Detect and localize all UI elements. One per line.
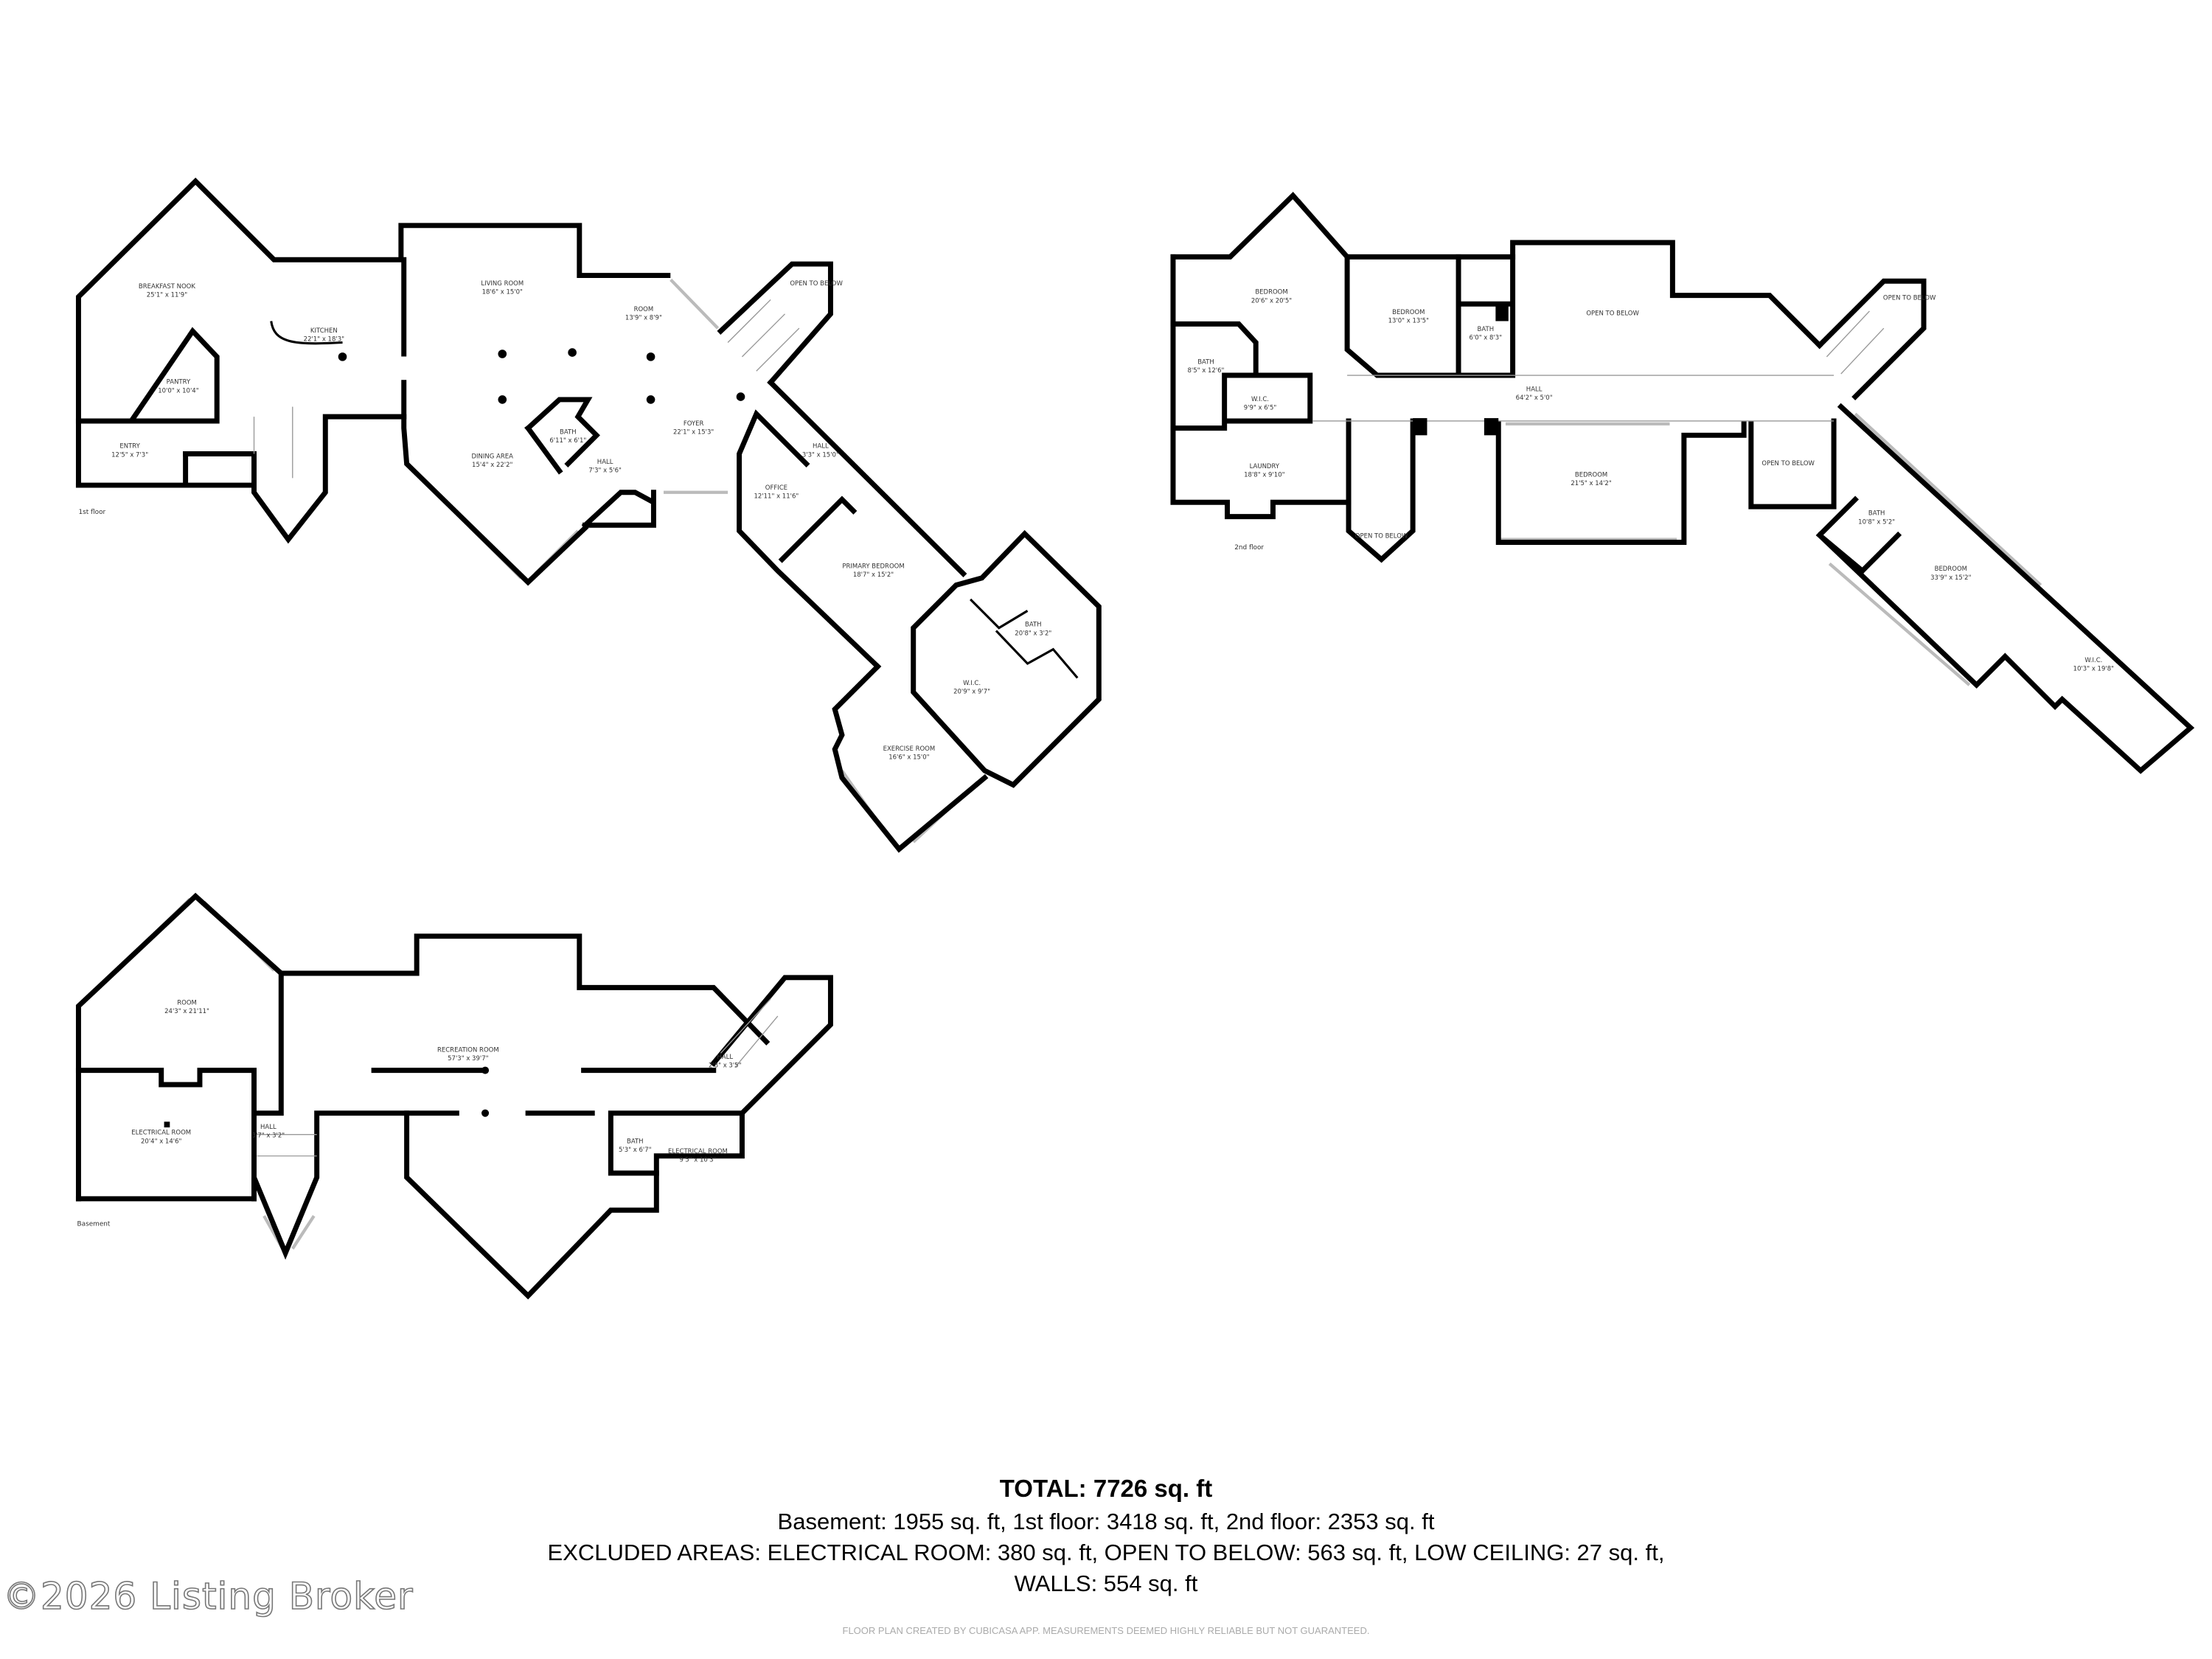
watermark: ©2026 Listing Broker [2,1574,414,1618]
room-name: OPEN TO BELOW [1761,460,1815,467]
room-name: W.I.C. [963,680,981,687]
excluded-areas: EXCLUDED AREAS: ELECTRICAL ROOM: 380 sq.… [547,1540,1665,1565]
room-name: OFFICE [765,484,787,492]
room-name: HALL [813,443,829,451]
room-dimensions: 20'9" x 9'7" [953,689,990,696]
room-name: LIVING ROOM [481,280,524,288]
room-name: ROOM [634,306,654,313]
room-name: BATH [627,1138,644,1145]
room-dimensions: 9'9" x 6'5" [1244,404,1277,411]
room-dimensions: 8'5" x 12'6" [1187,367,1224,375]
first-floor-plan [75,177,1102,853]
room-dimensions: 18'7" x 15'2" [853,571,894,579]
room-dimensions: 6'11" x 6'1" [549,437,586,445]
room-dimensions: 10'8" x 5'2" [1858,518,1895,526]
room-name: OPEN TO BELOW [1883,294,1936,302]
room-name: BATH [1478,326,1495,333]
basement-plan [75,892,833,1300]
room-dimensions: 20'6" x 20'5" [1251,297,1292,305]
room-dimensions: 9'5" x 10'3" [679,1156,716,1164]
room-dimensions: 12'11" x 11'6" [754,493,799,500]
room-dimensions: 21'5" x 14'2" [1571,480,1611,487]
room-name: BATH [1197,359,1214,366]
disclaimer: FLOOR PLAN CREATED BY CUBICASA APP. MEAS… [842,1625,1370,1636]
room-dimensions: 10'3" x 19'8" [2073,666,2114,673]
room-name: W.I.C. [2084,657,2102,664]
room-name: BEDROOM [1935,566,1967,573]
room-dimensions: 20'4" x 14'6" [141,1138,181,1145]
room-name: OPEN TO BELOW [1586,310,1639,318]
room-dimensions: 22'1" x 18'3" [304,336,344,344]
room-name: KITCHEN [310,327,338,335]
total-area: TOTAL: 7726 sq. ft [999,1475,1213,1502]
room-name: ROOM [177,1000,197,1007]
room-dimensions: 18'6" x 15'0" [482,289,523,296]
room-dimensions: 16'6" x 15'0" [888,754,929,762]
room-dimensions: 3'7" x 3'2" [252,1133,285,1140]
room-name: ENTRY [119,443,140,451]
room-name: PRIMARY BEDROOM [842,563,904,570]
floor-label: 2nd floor [1234,544,1264,552]
room-name: PANTRY [167,379,191,386]
room-name: HALL [717,1054,733,1061]
room-dimensions: 12'5" x 7'3" [111,451,148,459]
floor-label: 1st floor [78,509,105,516]
room-name: OPEN TO BELOW [790,280,843,288]
room-name: BATH [1868,510,1885,518]
room-name: HALL [597,459,613,466]
room-name: DINING AREA [471,453,513,460]
room-dimensions: 15'4" x 22'2" [472,462,512,469]
room-dimensions: 24'3" x 21'11" [164,1008,209,1015]
room-dimensions: 3'3" x 15'0" [802,451,839,459]
room-name: HALL [260,1124,276,1131]
room-name: BEDROOM [1255,289,1287,296]
room-name: BATH [1025,622,1042,629]
room-name: OPEN TO BELOW [1355,533,1408,540]
room-dimensions: 25'1" x 11'9" [147,292,187,299]
floor-label: Basement [77,1221,111,1228]
room-name: LAUNDRY [1250,463,1280,470]
room-name: BREAKFAST NOOK [139,283,195,291]
room-dimensions: 10'0" x 10'4" [158,387,198,394]
room-dimensions: 13'9" x 8'9" [625,315,662,322]
room-dimensions: 18'8" x 9'10" [1244,471,1284,479]
walls-area: WALLS: 554 sq. ft [1014,1571,1198,1596]
room-dimensions: 6'0" x 8'3" [1470,335,1503,342]
second-floor-plan [1170,192,2195,774]
room-name: ELECTRICAL ROOM [668,1148,728,1155]
room-dimensions: 33'9" x 15'2" [1930,574,1971,582]
room-dimensions: 5'3" x 6'7" [619,1147,652,1154]
room-dimensions: 22'1" x 15'3" [673,428,714,436]
room-name: HALL [1526,386,1543,393]
room-name: BEDROOM [1392,309,1425,316]
room-dimensions: 2'8" x 3'5" [709,1062,742,1070]
floor-areas: Basement: 1955 sq. ft, 1st floor: 3418 s… [777,1509,1435,1534]
room-name: ELECTRICAL ROOM [131,1130,191,1137]
room-name: BEDROOM [1575,471,1607,479]
room-dimensions: 13'0" x 13'5" [1388,317,1429,324]
room-name: EXERCISE ROOM [883,745,936,753]
room-dimensions: 64'2" x 5'0" [1516,394,1553,402]
room-name: FOYER [684,420,704,428]
room-name: W.I.C. [1251,396,1269,403]
room-dimensions: 57'3" x 39'7" [448,1055,488,1062]
room-dimensions: 7'3" x 5'6" [588,467,622,475]
room-dimensions: 20'8" x 3'2" [1015,630,1051,637]
room-name: BATH [560,428,577,436]
room-name: RECREATION ROOM [437,1046,499,1054]
